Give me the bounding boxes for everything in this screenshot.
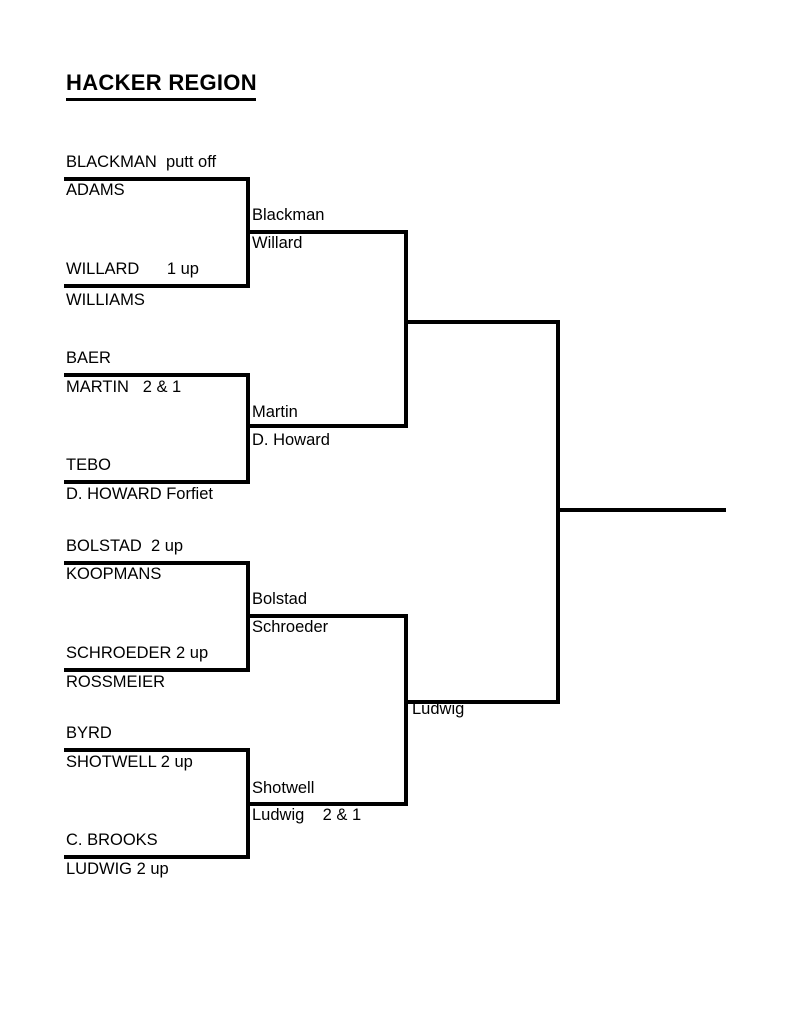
title-underline	[66, 98, 256, 101]
r2-slot-loser-1: Willard	[252, 234, 303, 252]
r3-line-2	[408, 700, 560, 704]
r1-slot-loser-2: WILLIAMS	[66, 291, 145, 309]
r1-line-8	[64, 855, 250, 859]
r1-line-2	[64, 284, 250, 288]
r1-connector-2	[246, 373, 250, 484]
r2-slot-winner-1: Blackman	[252, 206, 325, 224]
r3-slot-loser-2: Ludwig	[412, 700, 465, 718]
r1-slot-loser-1: ADAMS	[66, 181, 125, 199]
r1-line-7	[64, 748, 250, 752]
r2-slot-winner-4: Shotwell	[252, 779, 315, 797]
r1-connector-4	[246, 748, 250, 859]
r2-slot-winner-2: Martin	[252, 403, 298, 421]
r1-slot-loser-7: SHOTWELL 2 up	[66, 753, 193, 771]
r2-connector-1	[404, 230, 408, 428]
r1-slot-winner-8: C. BROOKS	[66, 831, 158, 849]
r1-slot-winner-2: WILLARD 1 up	[66, 260, 199, 278]
r1-line-4	[64, 480, 250, 484]
r1-connector-1	[246, 177, 250, 288]
r1-line-1	[64, 177, 250, 181]
r3-connector-1	[556, 320, 560, 704]
r1-slot-loser-6: ROSSMEIER	[66, 673, 166, 691]
r2-line-1	[250, 230, 408, 234]
r1-slot-loser-3: MARTIN 2 & 1	[66, 378, 182, 396]
r2-line-2	[250, 424, 408, 428]
r1-slot-winner-6: SCHROEDER 2 up	[66, 644, 209, 662]
r1-connector-3	[246, 561, 250, 672]
r1-slot-loser-8: LUDWIG 2 up	[66, 860, 169, 878]
r1-slot-winner-3: BAER	[66, 349, 111, 367]
r2-connector-2	[404, 614, 408, 806]
r2-slot-loser-4: Ludwig 2 & 1	[252, 806, 362, 824]
r2-line-4	[250, 802, 408, 806]
page-title: HACKER REGION	[66, 70, 257, 95]
r2-slot-winner-3: Bolstad	[252, 590, 308, 608]
r1-line-3	[64, 373, 250, 377]
r1-slot-winner-5: BOLSTAD 2 up	[66, 537, 184, 555]
r1-slot-loser-4: D. HOWARD Forfiet	[66, 485, 213, 503]
r1-line-5	[64, 561, 250, 565]
r1-line-6	[64, 668, 250, 672]
r3-line-1	[408, 320, 560, 324]
r1-slot-winner-4: TEBO	[66, 456, 111, 474]
r2-line-3	[250, 614, 408, 618]
r1-slot-loser-5: KOOPMANS	[66, 565, 162, 583]
r1-slot-winner-7: BYRD	[66, 724, 112, 742]
r2-slot-loser-3: Schroeder	[252, 618, 329, 636]
final-line	[560, 508, 726, 512]
r1-slot-winner-1: BLACKMAN putt off	[66, 153, 217, 171]
r2-slot-loser-2: D. Howard	[252, 431, 330, 449]
